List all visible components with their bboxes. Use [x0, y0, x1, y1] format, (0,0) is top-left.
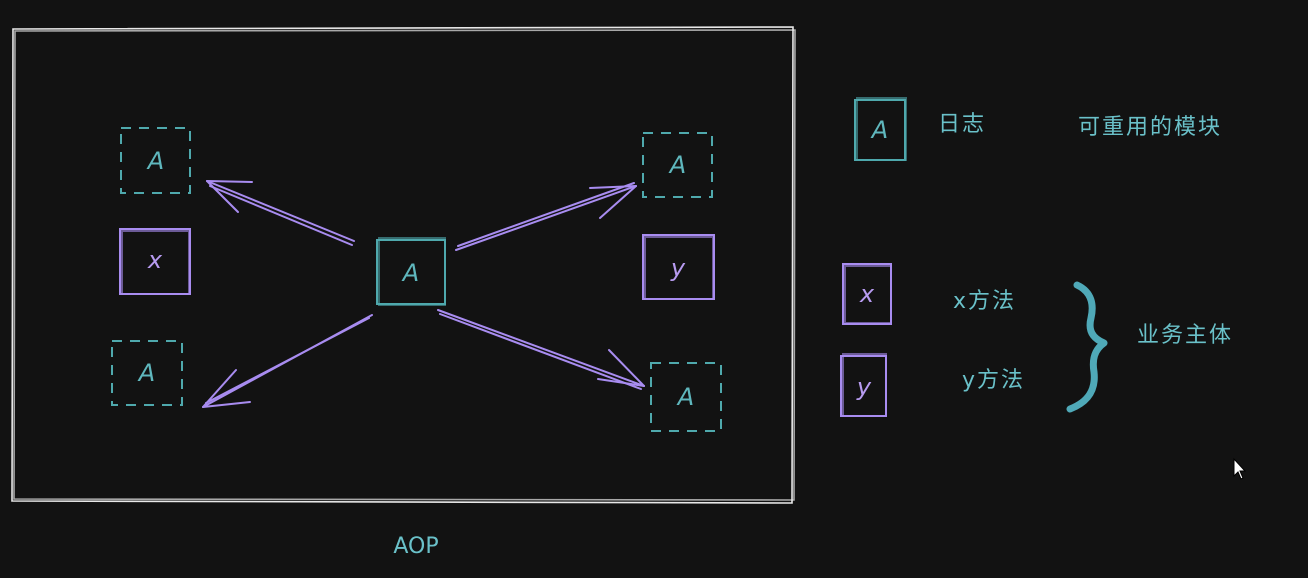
top-left-a-box: A: [120, 127, 191, 194]
bottom-left-a-label: A: [137, 359, 155, 387]
bottom-right-a-label: A: [676, 383, 694, 411]
legend-reusable-text: 可重用的模块: [1078, 115, 1222, 140]
bottom-right-a-box: A: [650, 362, 722, 432]
top-right-a-box: A: [642, 132, 713, 198]
legend-x-box: x: [842, 263, 892, 325]
legend-y-method-text: y方法: [962, 368, 1025, 393]
mid-left-x-box: x: [119, 228, 191, 295]
aop-frame: [11, 26, 796, 504]
mid-right-y-box: y: [642, 234, 715, 300]
legend-y-box: y: [840, 353, 887, 417]
aop-caption: AOP: [393, 534, 438, 559]
curly-brace: [1066, 281, 1108, 413]
mid-right-y-label: y: [670, 254, 686, 282]
arrow-cursor-icon: [1233, 457, 1247, 480]
legend-a-box: A: [854, 97, 907, 161]
legend-y-label: y: [856, 373, 872, 401]
center-a-box: A: [376, 237, 446, 306]
top-left-a-label: A: [146, 147, 164, 175]
legend-x-method-text: x方法: [953, 289, 1016, 314]
arrow-top-left: [206, 180, 355, 246]
arrow-bottom-right: [437, 309, 645, 390]
arrow-top-right: [455, 182, 637, 251]
bottom-left-a-box: A: [111, 340, 183, 406]
legend-business-text: 业务主体: [1137, 323, 1233, 348]
arrow-bottom-left: [202, 314, 373, 408]
center-a-label: A: [401, 259, 419, 287]
mid-left-x-label: x: [147, 246, 163, 274]
legend-x-label: x: [859, 280, 875, 308]
top-right-a-label: A: [668, 151, 686, 179]
legend-a-label: A: [870, 116, 888, 144]
legend-log-text: 日志: [938, 112, 986, 137]
